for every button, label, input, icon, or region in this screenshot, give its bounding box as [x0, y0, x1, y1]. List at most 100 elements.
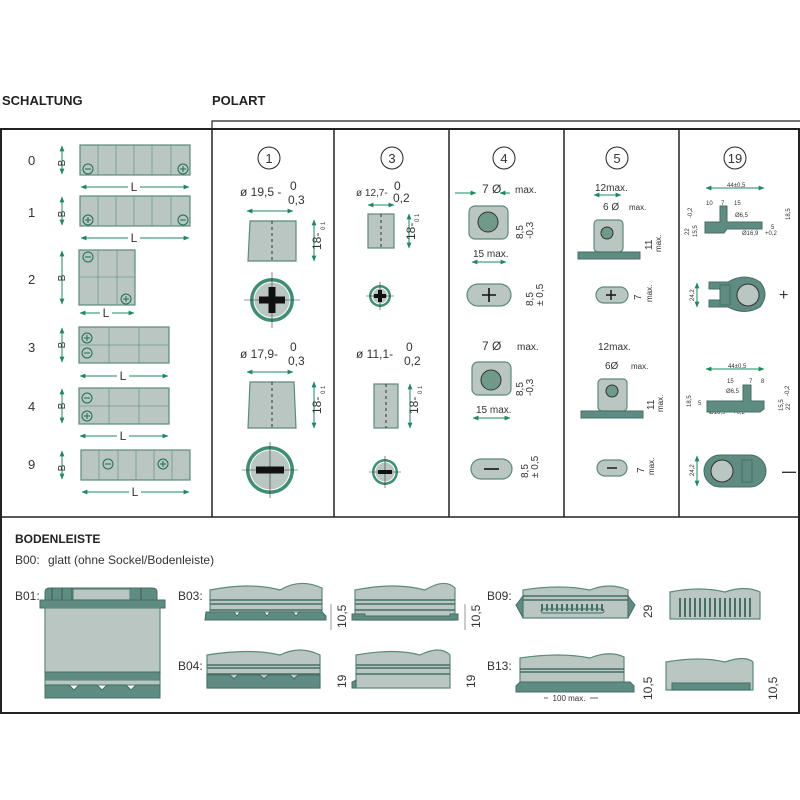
height-dim: 8,5	[515, 382, 526, 396]
dim: 8	[761, 379, 765, 385]
top-diameter: ø 19,5 -	[240, 185, 281, 199]
b-label: B	[57, 274, 68, 281]
tolerance-lower: 0,3	[288, 354, 305, 368]
plus-sign: +	[779, 287, 788, 304]
height-dim: 11	[644, 239, 655, 250]
height-tol: -0,3	[525, 221, 536, 239]
schaltung-row-0: 0 B L	[28, 144, 191, 194]
row-label: 0	[28, 153, 35, 168]
b13-drawing	[515, 653, 754, 699]
bottom-diameter: ø 17,9-	[240, 347, 278, 361]
b03-height: 10,5	[335, 604, 349, 628]
diameter-dim: 6Ø	[605, 361, 619, 372]
b13-height: 10,5	[641, 676, 655, 700]
row-label: 1	[28, 205, 35, 220]
width-dim: 24,2	[690, 464, 696, 476]
height-tol: -0,3	[525, 378, 536, 396]
b03-drawing	[204, 582, 466, 630]
minus-oval-terminal-icon	[596, 459, 628, 477]
max-label: max.	[645, 285, 654, 302]
dim: Ø6,5	[726, 389, 740, 395]
b04-drawing	[206, 649, 451, 689]
max-label: max.	[517, 342, 539, 353]
schaltung-row-2: 2 B L	[28, 249, 136, 320]
b04-height-2: 19	[464, 674, 478, 688]
b01-drawing	[39, 587, 166, 699]
dim: 5	[698, 401, 702, 407]
b13-length: 100 max.	[553, 694, 586, 703]
polart-number: 19	[728, 151, 742, 166]
tolerance-upper: 0	[290, 340, 297, 354]
dim: 7	[721, 201, 725, 207]
schaltung-row-4: 4 B L	[28, 387, 170, 443]
l-label: L	[120, 369, 127, 383]
diameter-dim: 7 Ø	[482, 339, 501, 353]
plus-oval-terminal-icon	[466, 283, 512, 307]
tolerance-upper: 0	[394, 179, 401, 193]
dim: +0,2	[765, 231, 778, 237]
row-label: 9	[28, 457, 35, 472]
dim: -0,2	[785, 385, 791, 396]
b04-height: 19	[335, 674, 349, 688]
l-label: L	[120, 429, 127, 443]
dim: 5	[771, 225, 775, 231]
tolerance-lower: 0,3	[288, 193, 305, 207]
dim: 15	[727, 379, 734, 385]
bodenleiste-section: BODENLEISTE B00: glatt (ohne Sockel/Bode…	[15, 532, 780, 703]
tolerance-upper: 0	[290, 179, 297, 193]
oval-tol: ± 0,5	[535, 283, 546, 306]
b00-code: B00:	[15, 553, 40, 567]
schaltung-row-1: 1 B L	[28, 195, 191, 245]
diameter-dim: 7 Ø	[482, 182, 501, 196]
dim: +0,2	[733, 410, 746, 416]
polart-3: 3 ø 12,7- 0 0,2 18- 0 1 ø 11,1- 0 0,2 18…	[356, 146, 424, 488]
width-dim: 12max.	[598, 342, 631, 353]
b03-label: B03:	[178, 589, 203, 603]
minus-sign: —	[782, 463, 796, 479]
width-dim: 12max.	[595, 183, 628, 194]
height-dim: 18-	[310, 233, 324, 250]
schaltung-row-3: 3 B L	[28, 326, 170, 383]
outer-frame	[0, 128, 800, 714]
b13-height-2: 10,5	[766, 676, 780, 700]
bottom-diameter: ø 11,1-	[356, 347, 393, 361]
column-dividers	[211, 129, 680, 517]
max-label: max.	[654, 235, 663, 252]
dim: Ø16,9	[742, 231, 759, 237]
b04-label: B04:	[178, 659, 203, 673]
max-label: max.	[631, 362, 648, 371]
length-dim: 44±0,5	[728, 364, 747, 370]
oval-height-dim: 7	[633, 294, 644, 300]
oval-height-dim: 8,5	[525, 292, 536, 306]
l-label: L	[131, 231, 138, 245]
dim: -0,2	[688, 207, 694, 218]
width-dim: 15 max.	[473, 249, 509, 260]
dim: 22	[685, 228, 691, 235]
height-dim: 18-	[310, 397, 324, 414]
polart-5: 5 12max. 6 Ø max. 11 max. 7 max. 12max. …	[577, 146, 665, 477]
dim: 18,5	[687, 395, 693, 407]
b09-drawing	[515, 585, 761, 620]
b-label: B	[57, 464, 68, 471]
minus-oval-terminal-icon	[470, 458, 513, 480]
dim: 22	[786, 403, 792, 410]
b01-label: B01:	[15, 589, 40, 603]
b00-description: glatt (ohne Sockel/Bodenleiste)	[48, 553, 214, 567]
tolerance-lower: 0,2	[393, 191, 410, 205]
polart-bracket	[211, 120, 800, 128]
polart-heading: POLART	[212, 93, 266, 108]
dim: 15,5	[693, 225, 699, 237]
dim: 18,5	[786, 208, 792, 220]
oval-height-dim: 8,5	[520, 464, 531, 478]
height-tol: 0 1	[321, 385, 327, 394]
height-dim: 8,5	[515, 225, 526, 239]
dim: Ø16,9	[709, 410, 726, 416]
oval-tol: ± 0,5	[530, 455, 541, 478]
width-dim: 24,2	[690, 289, 696, 301]
height-dim: 11	[646, 399, 657, 410]
diameter-dim: 6 Ø	[603, 202, 619, 213]
b03-height-2: 10,5	[469, 604, 483, 628]
minus-terminal-icon	[369, 456, 401, 488]
polart-4: 4 7 Ø max. 15 max. 8,5 -0,3 8,5 ± 0,5 7 …	[455, 146, 546, 480]
